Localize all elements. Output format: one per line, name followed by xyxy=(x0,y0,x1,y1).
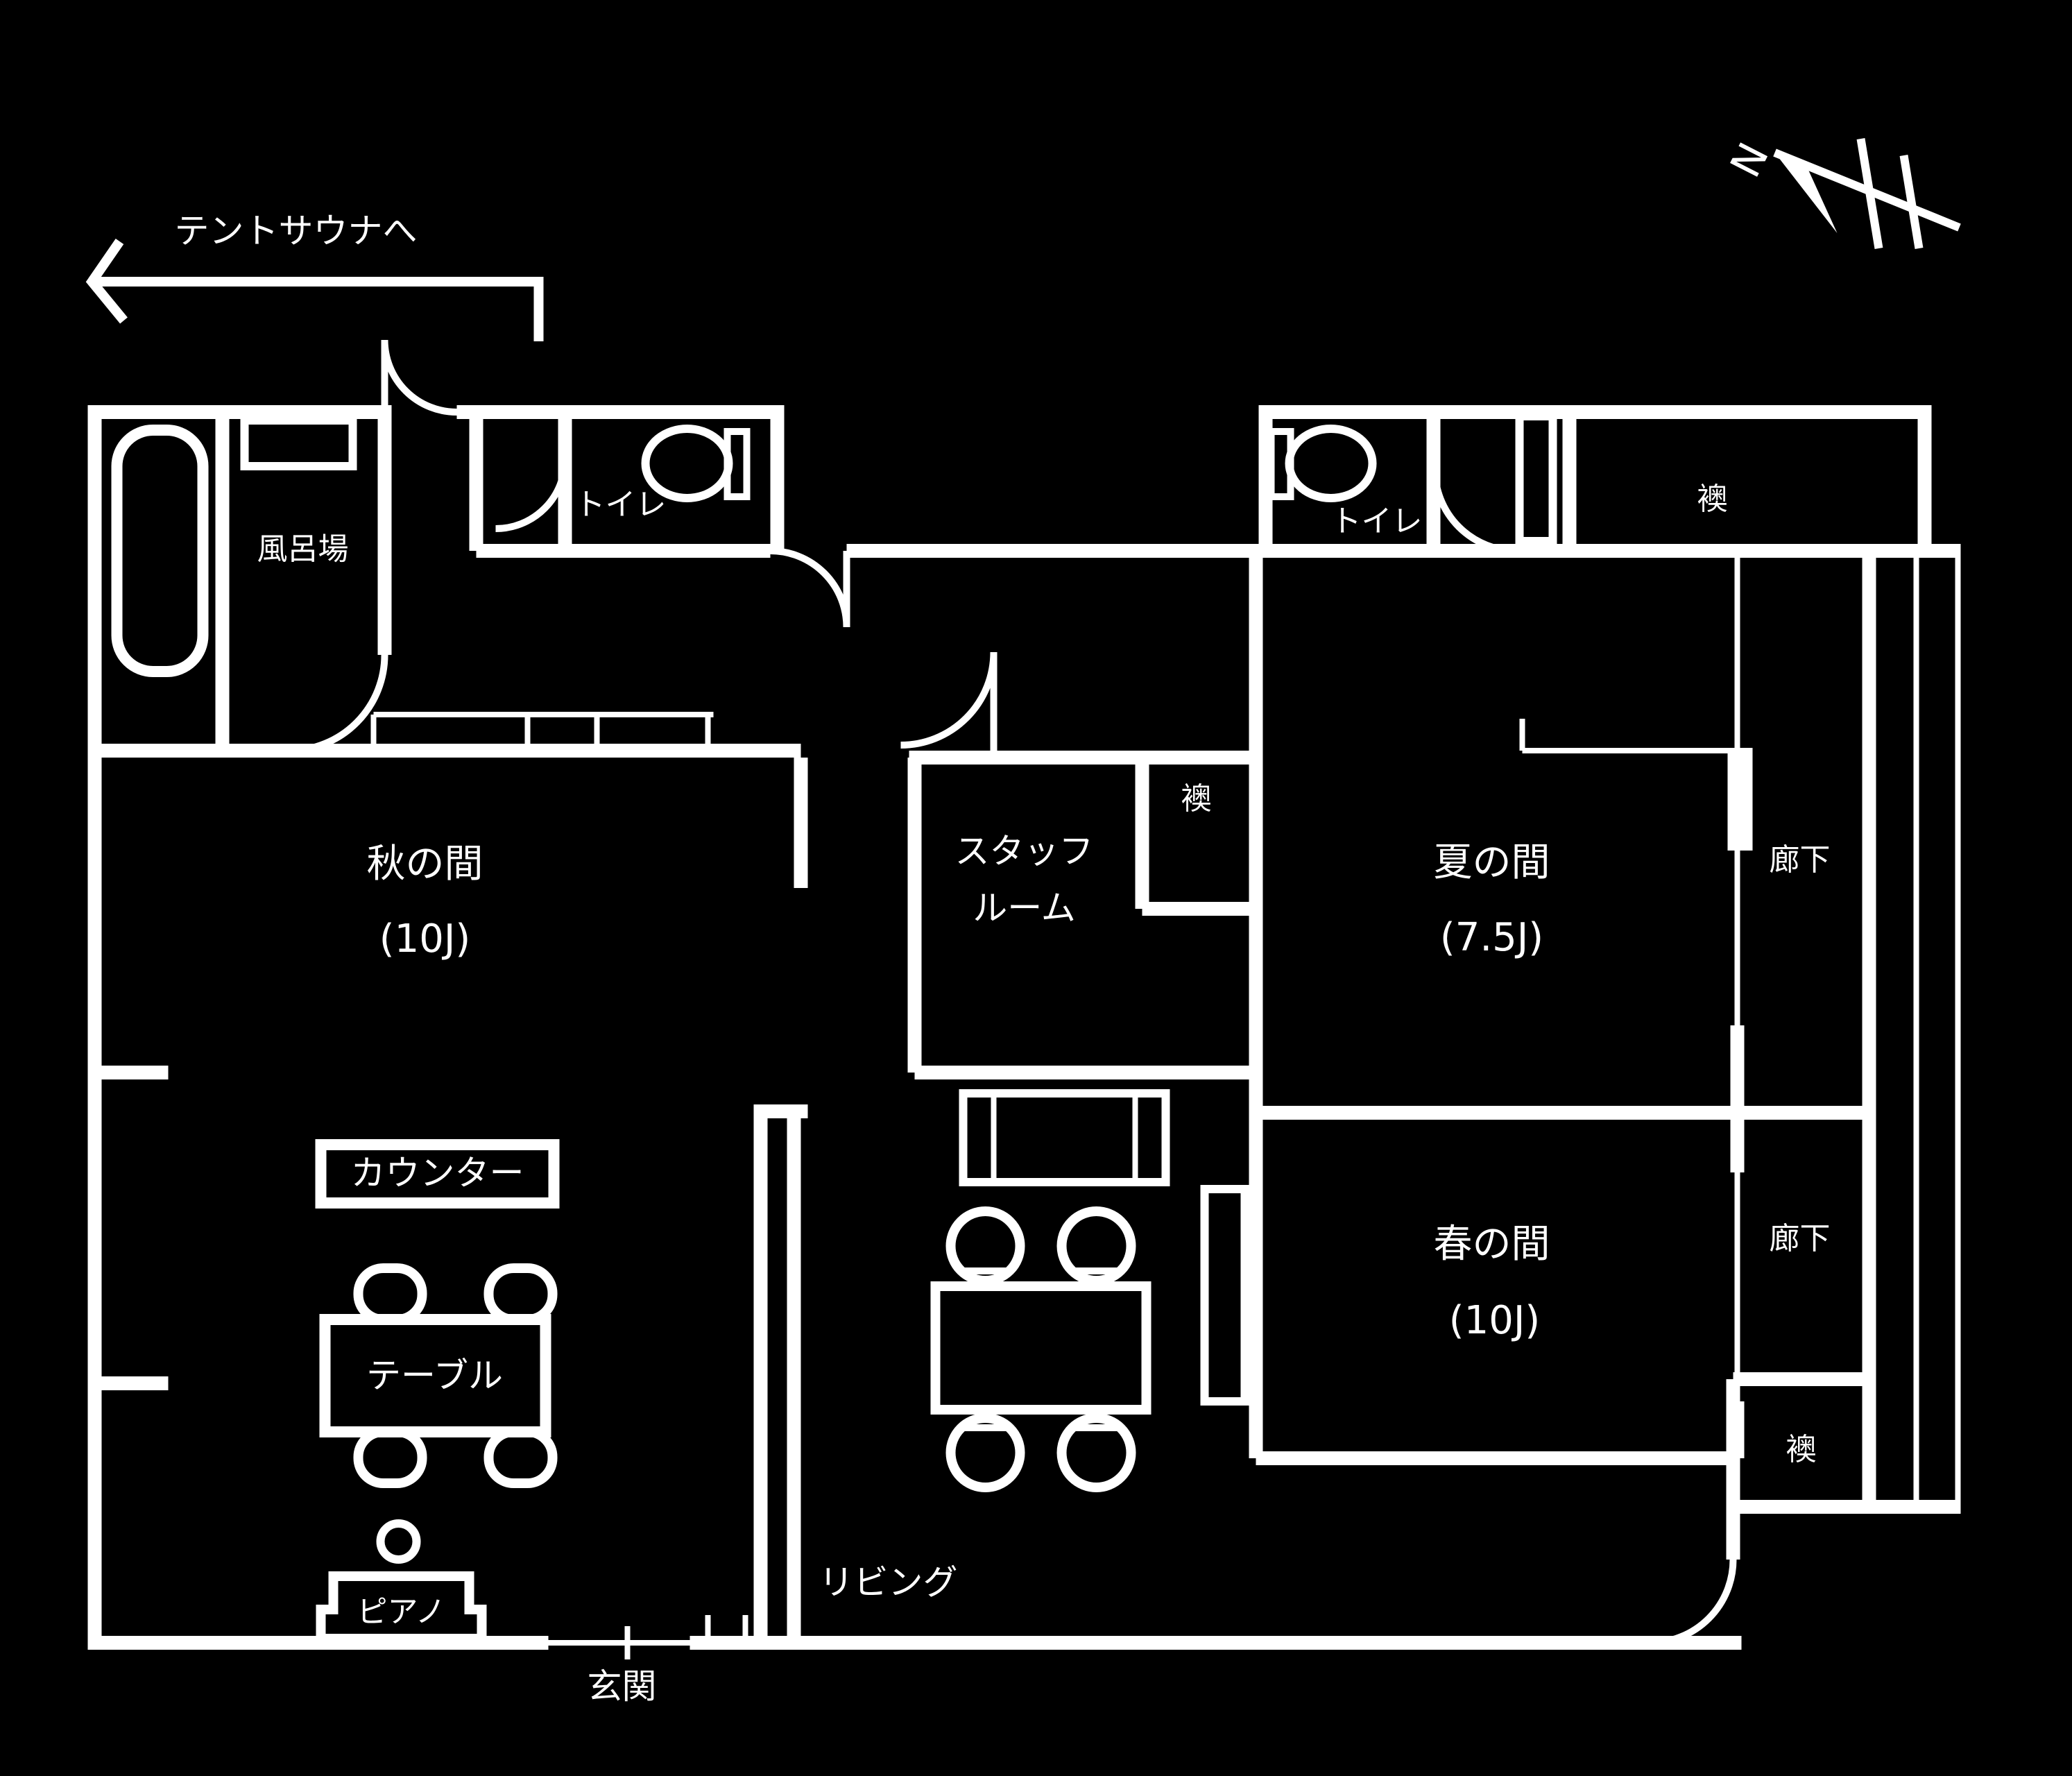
chair xyxy=(353,1427,427,1488)
room-label-bath: 風呂場 xyxy=(257,531,349,567)
door-bottom-right xyxy=(1650,1559,1737,1646)
toilet-bowl-right-icon xyxy=(1285,425,1377,502)
room-size-spring: (10J) xyxy=(1449,1298,1540,1343)
piano-stool xyxy=(376,1519,421,1564)
dining-chair xyxy=(945,1206,1025,1286)
bathtub xyxy=(111,425,209,677)
room-label-staff-1: スタッフ xyxy=(955,831,1094,871)
chair xyxy=(483,1427,558,1488)
bath-sink xyxy=(240,416,357,470)
room-label-living: リビング xyxy=(819,1562,958,1603)
walls-thick xyxy=(87,405,1961,1650)
chair xyxy=(483,1263,558,1324)
north-compass-icon: N xyxy=(1721,135,1961,249)
door-toilet-left xyxy=(495,459,569,532)
door-hall-corridor xyxy=(770,547,850,628)
room-label-corridor-upper: 廊下 xyxy=(1770,842,1831,878)
compass-arrowhead xyxy=(1774,153,1838,233)
room-label-summer: 夏の間 xyxy=(1434,840,1550,885)
arrow-left-icon xyxy=(85,239,128,324)
living-cabinet-dividers xyxy=(991,1093,1138,1182)
tent-sauna-path-line xyxy=(92,277,544,341)
furniture-label-table: テーブル xyxy=(366,1356,503,1396)
room-label-toilet-right: トイレ xyxy=(1331,504,1423,539)
room-label-spring: 春の間 xyxy=(1434,1222,1550,1267)
room-label-fusuma-bottom-right: 襖 xyxy=(1786,1432,1817,1467)
door-bathroom xyxy=(290,654,388,754)
piano xyxy=(316,1571,487,1643)
toilet-tank-right-icon xyxy=(1267,428,1294,500)
room-size-summer: (7.5J) xyxy=(1440,915,1543,960)
door-staff-room xyxy=(900,651,998,752)
compass-north-label: N xyxy=(1721,135,1779,185)
dining-chair xyxy=(1056,1206,1136,1286)
living-shelf xyxy=(1200,1185,1249,1406)
room-label-fusuma-middle: 襖 xyxy=(1181,781,1212,817)
room-label-autumn: 秋の間 xyxy=(367,842,483,887)
table xyxy=(319,1314,551,1437)
furniture-label-counter: カウンター xyxy=(351,1153,524,1193)
door-tent-sauna xyxy=(381,339,457,416)
dining-table xyxy=(930,1281,1151,1415)
dining-chair xyxy=(945,1413,1025,1492)
room-label-fusuma-top-right: 襖 xyxy=(1697,481,1728,517)
tokonoma-pillar xyxy=(1727,748,1753,851)
chair xyxy=(353,1263,427,1324)
compass-ticks xyxy=(1856,138,1924,249)
tent-sauna-label: テントサウナへ xyxy=(175,211,418,251)
door-toilet-right xyxy=(1431,468,1517,554)
dining-chair-backs xyxy=(963,1267,1119,1431)
living-cabinet xyxy=(959,1089,1170,1186)
toilet-shelf xyxy=(1515,412,1557,545)
walls-thin xyxy=(370,551,1961,1659)
room-label-toilet-left: トイレ xyxy=(575,487,667,522)
dining-chair xyxy=(1056,1413,1136,1492)
counter xyxy=(315,1139,560,1209)
room-label-entrance: 玄関 xyxy=(588,1666,657,1707)
room-size-autumn: (10J) xyxy=(379,916,470,962)
room-label-corridor-lower: 廊下 xyxy=(1770,1221,1831,1256)
furniture-label-piano: ピアノ xyxy=(357,1594,445,1630)
toilet-tank-left-icon xyxy=(724,428,751,500)
room-label-staff-2: ルーム xyxy=(973,888,1076,928)
